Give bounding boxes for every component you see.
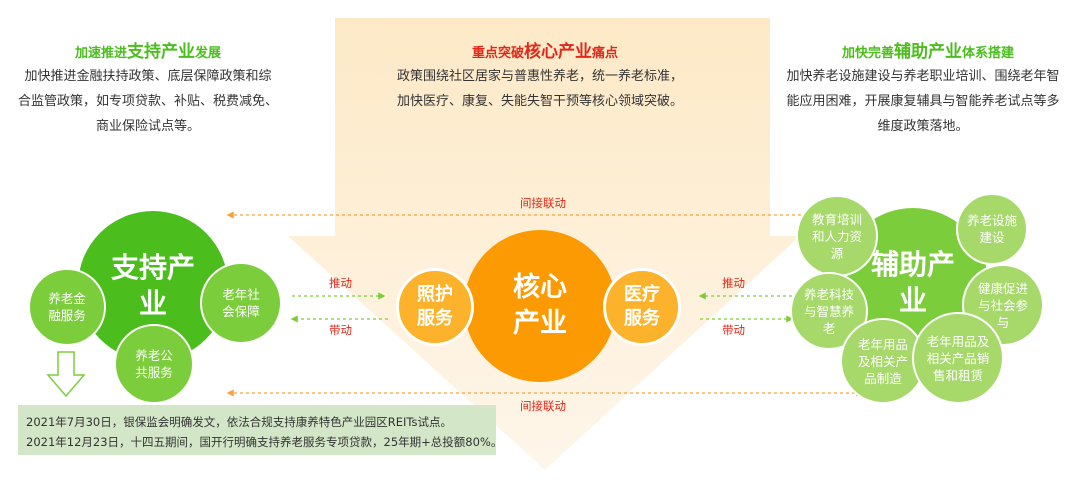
support-heading-emph: 支持产业 [127,42,195,62]
node-line: 老年用品 [857,336,908,352]
node-line: 与智慧养 [803,303,854,319]
aux-desc-line: 能应用困难，开展康复辅具与智能养老试点等多 [786,94,1060,109]
node-line: 和人力资 [811,228,862,244]
aux-desc-line: 加快养老设施建设与养老职业培训、围绕老年智 [786,69,1060,84]
node-line: 服务 [417,308,453,329]
aux-heading-emph: 辅助产业 [894,42,962,62]
node-line: 相关产品销 [926,350,990,366]
aux-description: 加快养老设施建设与养老职业培训、围绕老年智 能应用困难，开展康复辅具与智能养老试… [770,64,1076,139]
support-node-social-security: 老年社会保障 [200,262,282,344]
aux-desc-line: 维度政策落地。 [877,119,969,134]
node-line: 共服务 [135,365,173,380]
node-line: 服务 [624,308,660,329]
node-line: 与 [996,314,1010,330]
node-line: 老年用品及 [926,333,990,349]
drive-left-label: 带动 [329,323,352,337]
support-heading-suffix: 发展 [195,46,222,61]
aux-heading: 加快完善辅助产业体系搭建 [818,37,1038,62]
core-main-line: 产业 [513,308,567,339]
node-line: 会保障 [222,304,260,319]
indirect-link-bottom-label: 间接联动 [520,399,566,413]
core-description: 政策围绕社区居家与普惠性养老，统一养老标准， 加快医疗、康复、失能失智干预等核心… [370,64,710,114]
aux-main-line: 业 [898,284,927,317]
node-line: 老年社 [222,287,260,302]
support-desc-line: 商业保险试点等。 [95,119,200,134]
node-line: 老 [822,320,836,336]
core-node-care-service: 照护服务 [396,268,474,346]
node-line: 养老设施 [966,213,1017,228]
node-line: 健康促进 [977,280,1028,296]
core-main-line: 核心 [513,272,567,303]
core-desc-line: 加快医疗、康复、失能失智干预等核心领域突破。 [396,94,683,109]
node-line: 养老公 [135,348,173,363]
support-node-finance: 养老金融服务 [28,268,106,346]
aux-heading-prefix: 加快完善 [841,46,894,61]
support-heading-prefix: 加速推进 [74,46,127,61]
support-main-line: 支持产 [110,251,195,284]
node-line: 教育培训 [811,211,862,227]
node-line: 与社会参 [977,297,1028,313]
node-line: 源 [830,245,844,261]
hollow-down-arrow [46,351,86,398]
node-line: 建设 [979,230,1005,245]
core-industry-circle: 核心产业 [464,230,616,382]
support-description: 加快推进金融扶持政策、底层保障政策和综 合监管政策，如专项贷款、补贴、税费减免、… [0,64,296,139]
support-node-public-service: 养老公共服务 [114,324,194,404]
support-desc-line: 合监管政策，如专项贷款、补贴、税费减免、 [17,94,278,109]
node-line: 品制造 [864,370,902,386]
core-heading-prefix: 重点突破 [471,46,524,61]
indirect-link-top-label: 间接联动 [520,196,566,210]
push-left-label: 推动 [329,276,352,290]
core-heading-emph: 核心产业 [524,42,592,62]
support-main-line: 业 [138,287,167,320]
core-desc-line: 政策围绕社区居家与普惠性养老，统一养老标准， [396,69,683,84]
aux-node-sales: 老年用品及相关产品销售和租赁 [912,312,1004,404]
aux-node-education: 教育培训和人力资源 [796,195,878,277]
aux-node-manufacturing: 老年用品及相关产品制造 [840,318,926,404]
support-desc-line: 加快推进金融扶持政策、底层保障政策和综 [24,69,272,84]
aux-heading-suffix: 体系搭建 [962,46,1015,61]
node-line: 照护 [417,284,453,305]
drive-right-label: 带动 [722,323,745,337]
core-heading: 重点突破核心产业痛点 [440,37,650,62]
support-heading: 加速推进支持产业发展 [48,37,248,62]
node-line: 养老金 [48,291,86,306]
node-line: 售和租赁 [932,367,983,383]
push-right-label: 推动 [722,276,745,290]
core-node-medical-service: 医疗服务 [603,268,681,346]
node-line: 养老科技 [803,286,854,302]
aux-node-facilities: 养老设施建设 [956,193,1028,265]
node-line: 医疗 [624,284,660,305]
aux-main-line: 辅助产 [870,248,955,281]
core-heading-suffix: 痛点 [592,46,619,61]
node-line: 及相关产 [857,353,908,369]
policy-note: 2021年12月23日，十四五期间，国开行明确支持养老服务专项贷款，25年期+总… [26,435,503,449]
policy-notes-box: 2021年7月30日，银保监会明确发文，依法合规支持康养特色产业园区REITs试… [18,405,502,455]
policy-note: 2021年7月30日，银保监会明确发文，依法合规支持康养特色产业园区REITs试… [26,415,452,429]
node-line: 融服务 [48,308,86,323]
